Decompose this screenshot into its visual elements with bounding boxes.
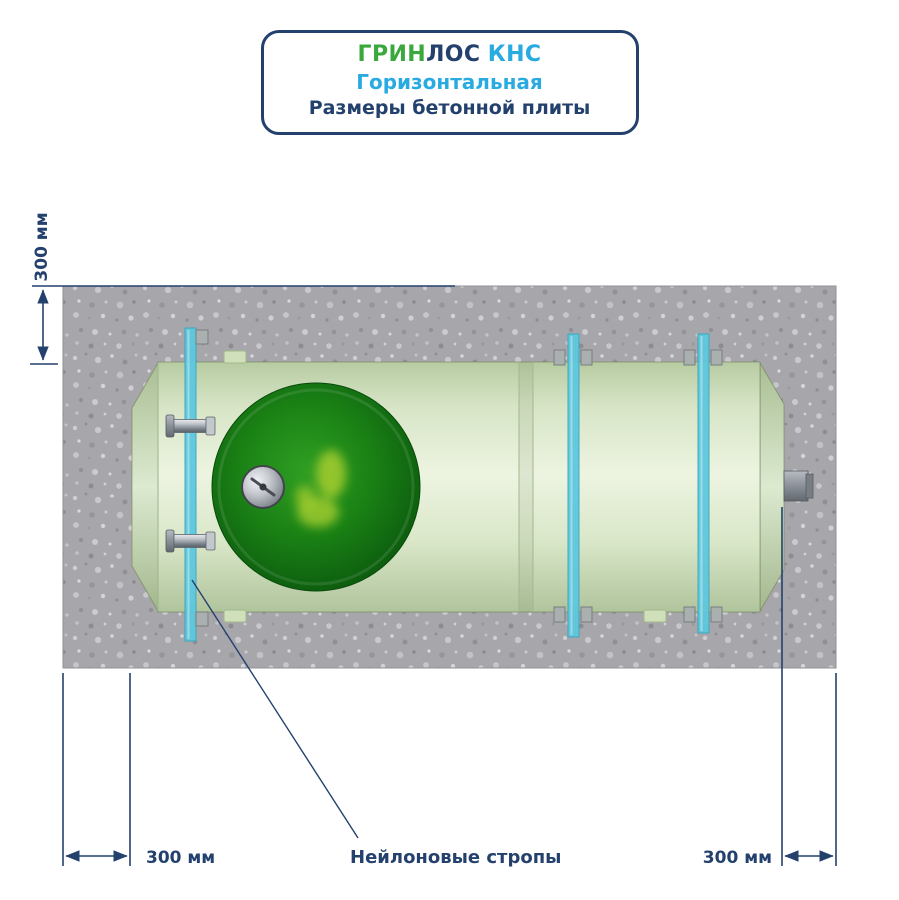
tank-seam bbox=[519, 362, 533, 612]
brand-part-navy: ЛОС bbox=[426, 42, 481, 67]
lug-top bbox=[223, 350, 247, 364]
brand-part-cyan: КНС bbox=[487, 42, 542, 67]
manhole-lid bbox=[211, 382, 421, 592]
badge-subtitle: Горизонтальная bbox=[356, 69, 543, 94]
bottom-left-dimension-label: 300 мм bbox=[146, 848, 215, 868]
strap-brackets bbox=[195, 329, 723, 627]
tank bbox=[131, 350, 785, 623]
slings-label: Нейлоновые стропы bbox=[350, 847, 561, 868]
nylon-strap-right bbox=[697, 333, 710, 634]
tank-right-cap bbox=[759, 361, 785, 613]
dimension-bottom-right bbox=[781, 507, 837, 866]
dimension-bottom-left bbox=[62, 673, 131, 866]
inlet-pipe-lower bbox=[165, 529, 216, 553]
bottom-right-dimension-label: 300 мм bbox=[703, 848, 772, 868]
top-dimension-label: 300 мм bbox=[32, 212, 52, 281]
nylon-straps bbox=[184, 327, 723, 642]
inlet-pipe-upper bbox=[165, 414, 216, 438]
brand-part-green: ГРИН bbox=[357, 42, 427, 67]
slings-leader-line bbox=[191, 579, 359, 839]
nylon-strap-left bbox=[184, 327, 197, 642]
badge-caption: Размеры бетонной плиты bbox=[308, 97, 591, 120]
nylon-strap-middle bbox=[567, 333, 580, 638]
outlet-stub bbox=[783, 470, 814, 502]
lug-bottom bbox=[643, 609, 667, 623]
lid-highlight-blob bbox=[295, 450, 346, 527]
hub-center bbox=[259, 483, 267, 491]
dimension-top bbox=[30, 285, 455, 365]
lug-bottom bbox=[223, 609, 247, 623]
